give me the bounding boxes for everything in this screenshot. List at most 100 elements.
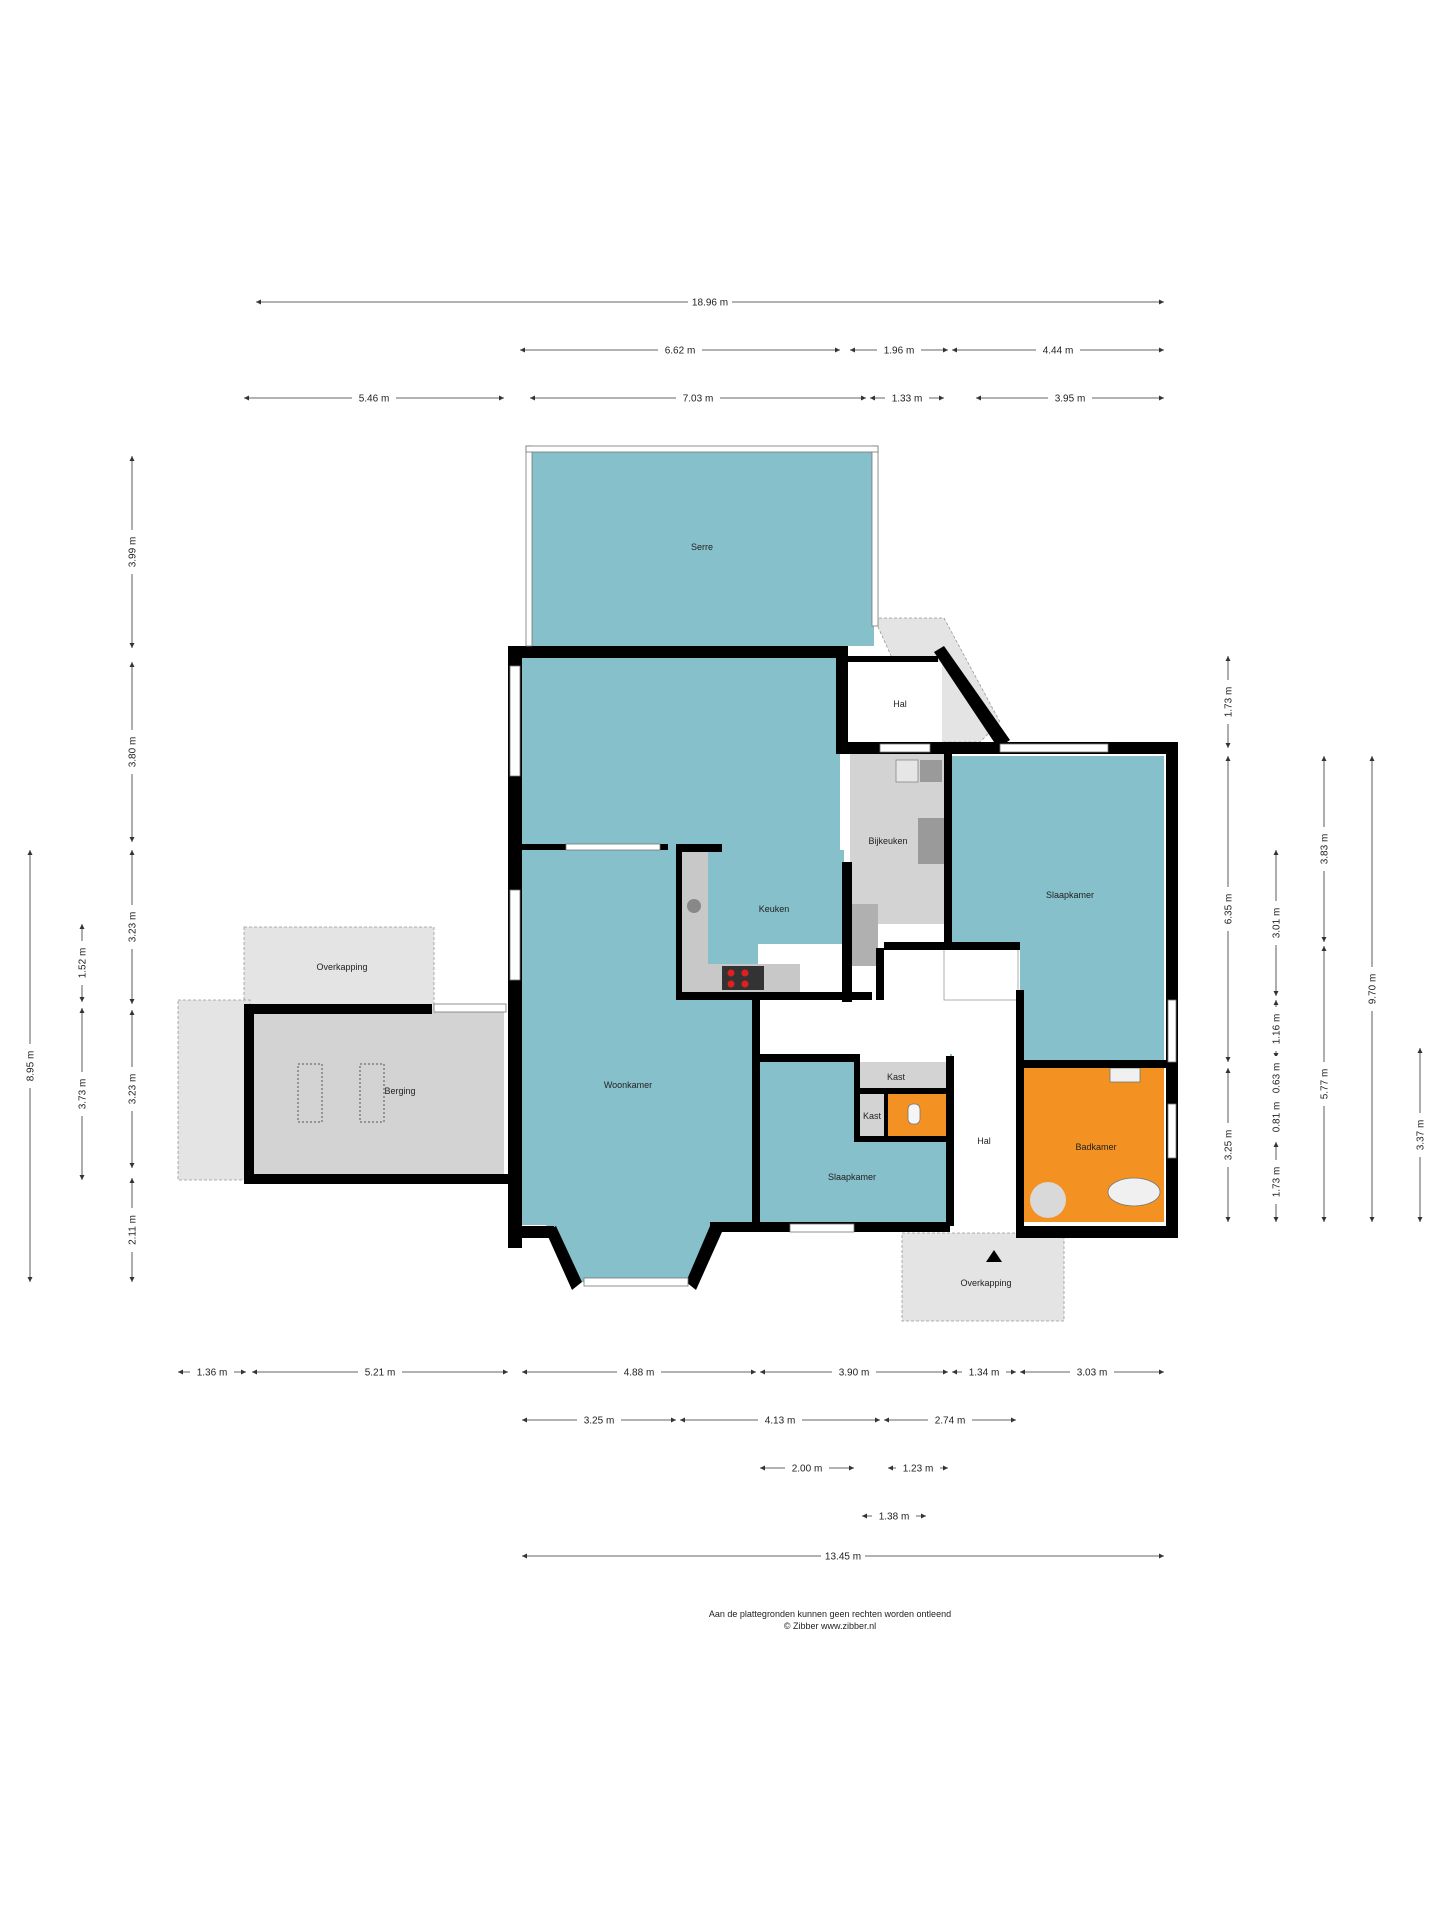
dimension-arrow [835,347,840,353]
dimension-label-bg [358,1365,402,1379]
room-label-slaapkamer-mid: Slaapkamer [828,1172,876,1182]
dimension-arrow [1273,1053,1279,1058]
dimension-label-bg [125,730,139,774]
washbasin-icon [1109,1067,1141,1083]
dimension-arrow [129,456,135,461]
dimension-arrow [1225,656,1231,661]
dimension-arrow [129,1277,135,1282]
dimension-arrow [1321,1217,1327,1222]
dimension-label-bg [190,1365,234,1379]
dimension-arrow [862,1513,867,1519]
dimension-arrow [1369,756,1375,761]
boiler-icon [918,818,946,864]
toilet-icon [907,1103,921,1125]
sink-icon [687,899,701,913]
dimension-arrow [1321,946,1327,951]
dimension-arrow [129,1163,135,1168]
dimension-arrow [129,1178,135,1183]
dimension-label-bg [1269,901,1283,945]
stairs-icon [943,943,1019,1001]
dimension-label-bg [1413,1113,1427,1157]
dimension-arrow [241,1369,246,1375]
dimension-label: 18.96 m [692,298,728,309]
dimension-arrow [849,1465,854,1471]
dimension-arrow [921,1513,926,1519]
dimension-label-bg [577,1413,621,1427]
dimension-label: 1.73 m [1272,1167,1283,1198]
dimension-label: 3.37 m [1416,1120,1427,1151]
dimension-arrow [1159,299,1164,305]
hal-top-floor [848,662,942,742]
dimension-arrow [888,1465,893,1471]
dimension-label: 3.01 m [1272,908,1283,939]
dimension-arrow [1011,1417,1016,1423]
window [879,743,931,753]
dimension-label: 1.52 m [78,948,89,979]
wall [686,1226,722,1290]
window [1167,999,1177,1063]
dimension-arrow [1159,395,1164,401]
dimension-arrow [751,1369,756,1375]
dimension-arrow [1321,756,1327,761]
wall [848,656,938,662]
dimension-arrow [1020,1369,1025,1375]
dimension-arrow [1011,1369,1016,1375]
burner-icon-2 [741,969,749,977]
room-label-serre: Serre [691,542,713,552]
dimension-label-bg [1317,827,1331,871]
dimension-label: 9.70 m [1368,974,1379,1005]
dimension-arrow [79,924,85,929]
dimension-arrow [850,347,855,353]
footer: Aan de plattegronden kunnen geen rechten… [709,1609,951,1631]
dimension-label: 3.73 m [78,1079,89,1110]
terrace-left-area [177,999,251,1181]
dimension-label: 3.95 m [1055,394,1086,405]
burner-icon-3 [727,980,735,988]
dimension-label: 1.38 m [879,1512,910,1523]
storage-item-icon-2 [359,1063,385,1123]
wall [1016,990,1024,1230]
dimension-arrow [129,999,135,1004]
dimension-arrow [884,1417,889,1423]
dimension-label: 3.25 m [584,1416,615,1427]
room-label-slaapkamer-right: Slaapkamer [1046,890,1094,900]
dimension-label: 3.03 m [1077,1368,1108,1379]
dimension-label-bg [658,343,702,357]
serre-glass-top [525,445,879,453]
room-label-berging: Berging [384,1086,415,1096]
dimension-label: 3.83 m [1320,834,1331,865]
dimension-arrow [870,395,875,401]
wall [884,942,1020,950]
window [1167,1103,1177,1159]
dimension-arrow [943,1369,948,1375]
dimension-arrow [129,643,135,648]
hal-lower-floor [952,1054,1020,1226]
dimension-label-bg [896,1461,940,1475]
dimension-label-bg [23,1044,37,1088]
wall [1020,1060,1178,1068]
dimension-label: 1.36 m [197,1368,228,1379]
wall [876,948,884,1000]
dimension-arrow [1225,1217,1231,1222]
entrance-arrow-icon [986,1250,1002,1262]
dimension-arrow [178,1369,183,1375]
dimension-label: 5.46 m [359,394,390,405]
dimension-label-bg [1048,391,1092,405]
dimension-arrow [79,997,85,1002]
wall [836,646,848,744]
dimension-arrow [530,395,535,401]
room-label-overkapping-left: Overkapping [316,962,367,972]
dimension-label-bg [885,391,929,405]
windows [433,445,1177,1287]
dimension-arrow [1273,1142,1279,1147]
dimension-label-bg [1221,887,1235,931]
room-label-kast-top: Kast [887,1072,906,1082]
wall [244,1004,432,1014]
dimension-arrow [520,347,525,353]
dimension-label: 1.73 m [1224,687,1235,718]
dimension-arrow [252,1369,257,1375]
wall [860,1088,950,1094]
wall [244,1174,510,1184]
